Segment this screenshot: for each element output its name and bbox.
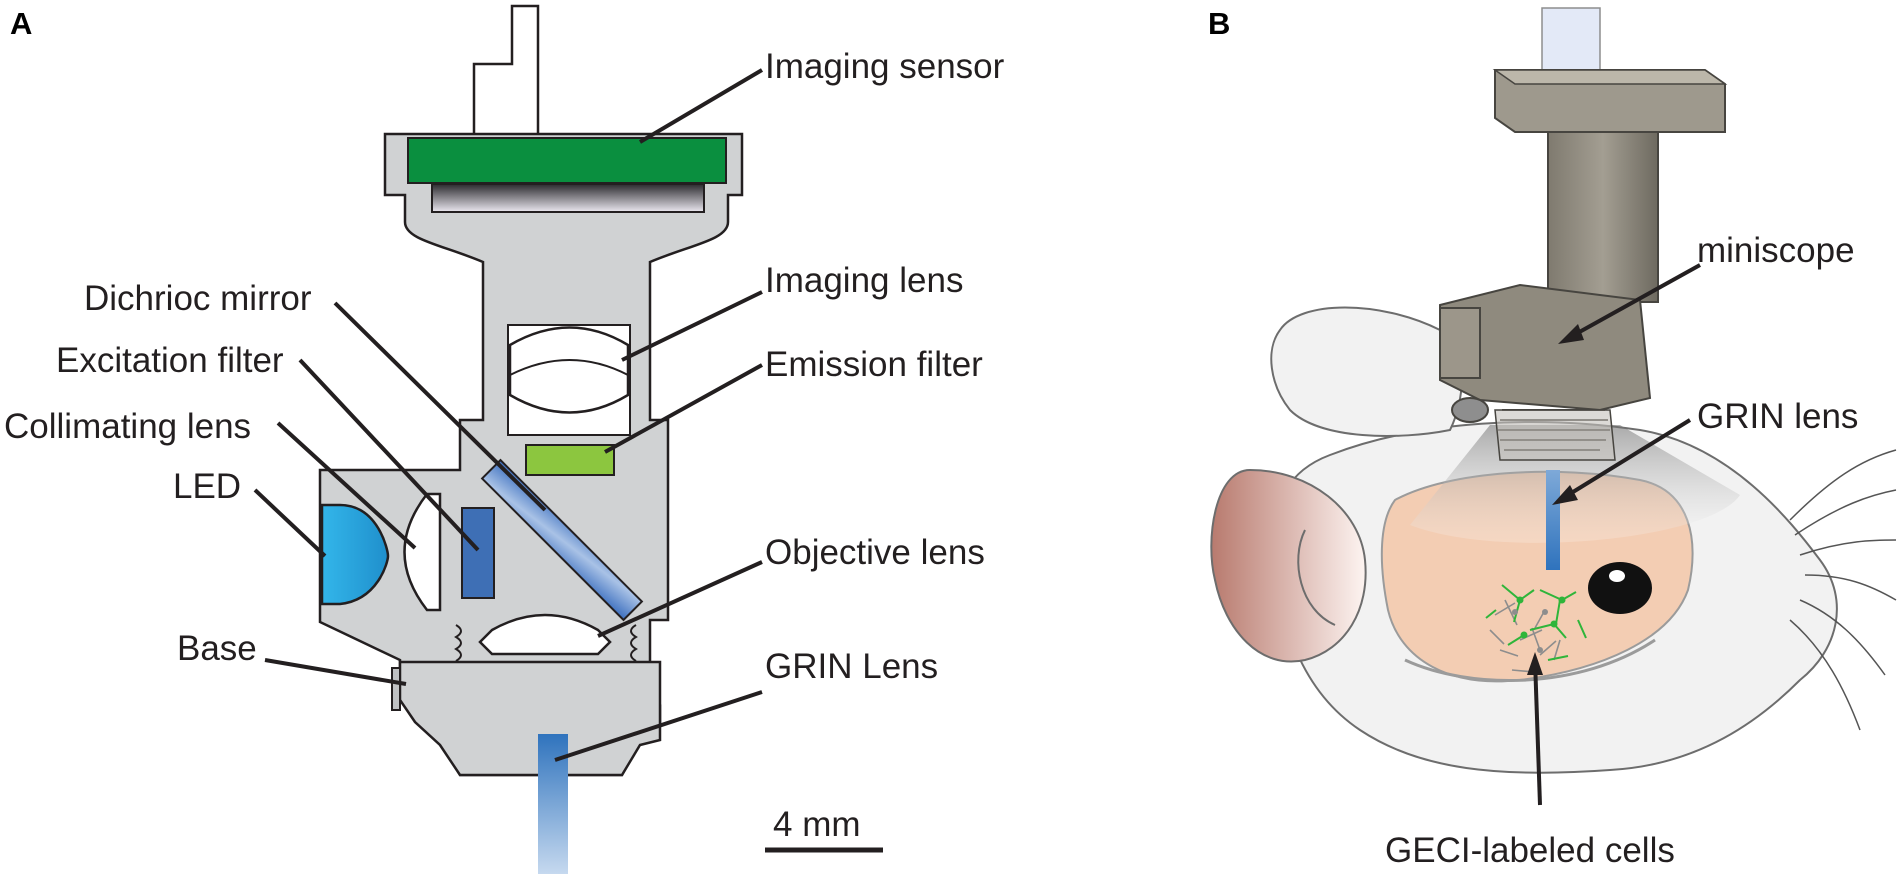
whiskers (1789, 449, 1897, 731)
miniscope-body (1439, 283, 1652, 412)
label-imaging-sensor: Imaging sensor (765, 47, 1005, 86)
eye-highlight (1609, 570, 1625, 582)
leader-base (264, 658, 407, 686)
scale-bar-label: 4 mm (773, 805, 861, 844)
arrow-grin-lens-head (1552, 485, 1578, 505)
far-ear (1270, 306, 1463, 437)
label-objective-lens: Objective lens (765, 533, 985, 572)
objective-lens (478, 613, 612, 656)
leader-excitation-filter (298, 358, 480, 552)
label-imaging-lens: Imaging lens (765, 261, 963, 300)
arrow-miniscope-head (1558, 324, 1584, 344)
light-cone (1410, 425, 1740, 543)
panel-a: A (4, 4, 1005, 874)
leader-dichroic-mirror (333, 301, 547, 512)
panel-b-letter: B (1208, 6, 1230, 41)
sensor-shade (431, 183, 705, 213)
arrow-cells (1533, 659, 1542, 806)
collimating-lens (403, 492, 442, 612)
leader-emission-filter (604, 363, 763, 454)
label-dichroic-mirror: Dichrioc mirror (84, 279, 312, 318)
arrow-cells-head (1527, 652, 1543, 675)
thread-left (454, 624, 462, 662)
excitation-filter (461, 507, 495, 599)
miniscope-screw (1451, 397, 1489, 423)
thread-right (630, 624, 638, 662)
leader-imaging-sensor (638, 68, 764, 144)
base (398, 660, 662, 777)
arrow-miniscope (1564, 263, 1701, 342)
leader-collimating-lens (276, 421, 417, 550)
label-led: LED (173, 467, 241, 506)
label-grin-lens-a: GRIN Lens (765, 647, 938, 686)
grin-lens-a (538, 734, 568, 874)
panel-a-letter: A (10, 6, 32, 41)
label-emission-filter: Emission filter (765, 345, 983, 384)
emission-filter (525, 444, 615, 476)
leader-grin-lens-a (554, 690, 763, 762)
miniscope-side-block (1439, 307, 1481, 379)
skin-edge (1404, 638, 1656, 682)
label-base: Base (177, 629, 257, 668)
label-miniscope: miniscope (1697, 231, 1855, 270)
eye (1588, 562, 1652, 614)
near-ear-fold (1297, 529, 1336, 626)
near-ear (1210, 468, 1367, 663)
leader-objective-lens (597, 560, 763, 638)
leader-imaging-lens (621, 290, 763, 362)
cells-gray (1489, 599, 1561, 673)
label-collimating-lens: Collimating lens (4, 407, 251, 446)
sensor-cable (472, 4, 540, 152)
led (320, 503, 390, 606)
leader-led (253, 488, 327, 558)
base-screw (391, 667, 401, 711)
grin-beam (1546, 470, 1560, 570)
label-geci-cells: GECI-labeled cells (1385, 831, 1675, 870)
dichroic-mirror (480, 458, 644, 622)
miniscope (1439, 7, 1728, 461)
label-excitation-filter: Excitation filter (56, 341, 284, 380)
imaging-lens-detail (509, 359, 629, 376)
miniscope-tube (1547, 131, 1659, 303)
arrow-grin-lens (1558, 418, 1692, 502)
miniscope-base (1494, 409, 1616, 461)
miniscope-top-plate-face (1492, 69, 1728, 85)
imaging-sensor (407, 137, 727, 184)
panel-b: B (1208, 6, 1897, 870)
geci-cells (1485, 584, 1587, 673)
label-grin-lens-b: GRIN lens (1697, 397, 1858, 436)
miniscope-cable-top (1541, 7, 1601, 75)
imaging-lens (508, 326, 630, 414)
